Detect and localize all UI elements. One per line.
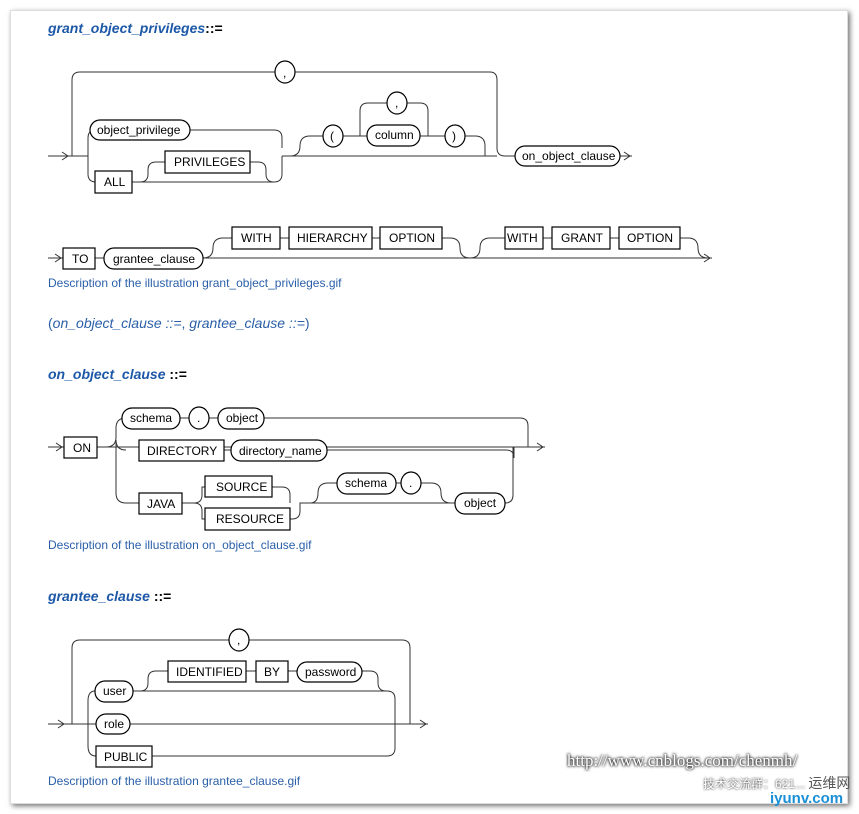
caption-link-3[interactable]: Description of the illustration grantee_… <box>48 774 301 788</box>
to-keyword <box>62 247 96 270</box>
svg-text:,: , <box>237 633 240 647</box>
svg-text:TO: TO <box>72 252 88 266</box>
svg-text:schema: schema <box>130 411 172 425</box>
caption-link-2[interactable]: Description of the illustration on_objec… <box>48 538 312 552</box>
svg-text:GRANT: GRANT <box>561 231 604 245</box>
watermark-logo: iyunv.com <box>770 790 844 807</box>
svg-text:DIRECTORY: DIRECTORY <box>147 444 217 458</box>
watermark-url: http://www.cnblogs.com/chenmh/ <box>567 751 798 770</box>
svg-text:object: object <box>226 411 259 425</box>
svg-text:): ) <box>452 129 456 143</box>
diagram-on-object-clause: ON schema . object DIRECTORY directory_n… <box>48 406 545 531</box>
svg-text:grantee_clause: grantee_clause <box>113 252 195 266</box>
watermark-text: 技术交流群：621... 运维网 <box>703 775 851 791</box>
caption-link-1[interactable]: Description of the illustration grant_ob… <box>48 276 342 290</box>
svg-text:OPTION: OPTION <box>627 231 673 245</box>
svg-text:(: ( <box>330 129 334 143</box>
comma-terminal <box>274 60 296 84</box>
svg-text:OPTION: OPTION <box>389 231 435 245</box>
svg-text:user: user <box>103 684 126 698</box>
svg-text:HIERARCHY: HIERARCHY <box>297 231 368 245</box>
svg-text:schema: schema <box>345 476 387 490</box>
ref-on-object-clause[interactable]: on_object_clause ::= <box>52 315 182 331</box>
svg-text:ALL: ALL <box>104 175 126 189</box>
svg-text:,: , <box>395 96 398 110</box>
svg-text:on_object_clause: on_object_clause <box>522 149 616 163</box>
ref-grantee-clause[interactable]: grantee_clause ::= <box>189 315 305 331</box>
heading-grantee-clause[interactable]: grantee_clause ::= <box>48 588 172 604</box>
privileges-keyword <box>164 150 251 174</box>
on-object-clause-nonterminal <box>514 145 621 167</box>
document-card <box>10 10 848 804</box>
svg-text:RESOURCE: RESOURCE <box>216 512 284 526</box>
svg-text:column: column <box>375 128 414 142</box>
heading-on-object-clause[interactable]: on_object_clause ::= <box>48 366 187 382</box>
svg-text:PRIVILEGES: PRIVILEGES <box>174 155 245 169</box>
svg-text:password: password <box>305 665 356 679</box>
svg-text:WITH: WITH <box>507 231 538 245</box>
svg-text:,: , <box>283 66 286 80</box>
svg-text:JAVA: JAVA <box>147 497 175 511</box>
svg-text:BY: BY <box>264 665 280 679</box>
diagram-grantee-clause: , user IDENTIFIED BY password role PUBLI… <box>48 628 428 768</box>
svg-text:.: . <box>197 411 200 425</box>
column-nonterminal <box>366 124 421 147</box>
diagram-grant-object-privileges: , object_privilege ALL PRIVILEGES ( colu… <box>48 60 712 270</box>
svg-text:directory_name: directory_name <box>239 444 322 458</box>
svg-text:object_privilege: object_privilege <box>97 123 181 137</box>
svg-text:role: role <box>104 717 124 731</box>
svg-text:SOURCE: SOURCE <box>216 480 267 494</box>
all-keyword <box>94 170 133 194</box>
svg-text:WITH: WITH <box>241 231 272 245</box>
svg-text:PUBLIC: PUBLIC <box>104 750 148 764</box>
svg-text:ON: ON <box>73 441 91 455</box>
svg-text:object: object <box>464 496 497 510</box>
references: (on_object_clause ::=, grantee_clause ::… <box>48 315 310 331</box>
svg-text:.: . <box>409 476 412 490</box>
object-privilege-nonterminal <box>89 119 191 141</box>
heading-grant-object-privileges[interactable]: grant_object_privileges::= <box>48 20 223 36</box>
svg-text:IDENTIFIED: IDENTIFIED <box>176 665 243 679</box>
